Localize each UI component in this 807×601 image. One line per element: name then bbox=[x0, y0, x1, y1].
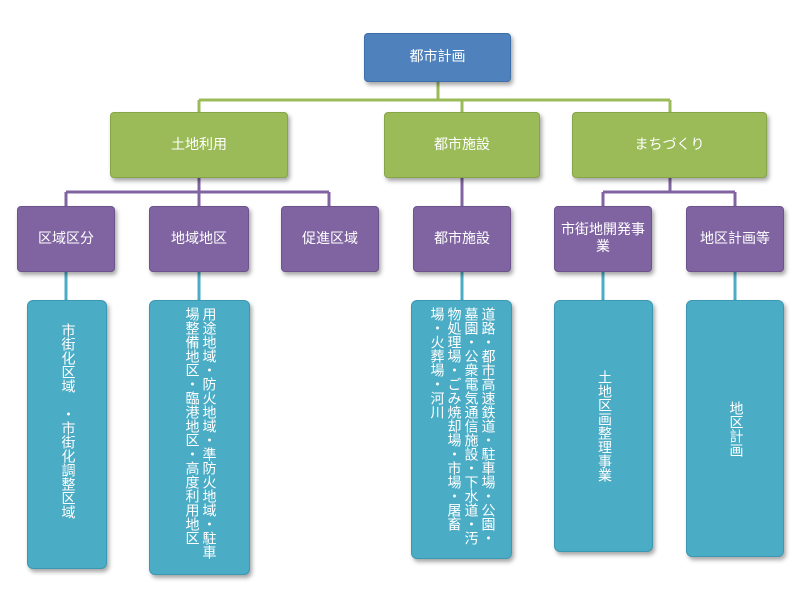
urban-facilities-label: 都市施設 bbox=[434, 230, 490, 247]
zoning-detail-text: 用途地域・防火地域・準防火地域・駐車場整備地区・臨港地区・高度利用地区 bbox=[183, 307, 217, 559]
level1-connectors bbox=[64, 178, 737, 206]
facilities-detail-box: 道路・都市高速鉄道・駐車場・公園・墓園・公衆電気通信施設・下水道・汚物処理場・ご… bbox=[411, 300, 512, 559]
promotion-area-node: 促進区域 bbox=[281, 206, 379, 272]
root-node: 都市計画 bbox=[364, 33, 511, 82]
urban-development-node: 市街地開発事業 bbox=[554, 206, 652, 272]
redevelopment-detail-text: 土地区画整理事業 bbox=[596, 370, 612, 482]
town-making-node: まちづくり bbox=[572, 112, 767, 178]
zoning-district-node: 地域地区 bbox=[149, 206, 249, 272]
zone-division-node: 区域区分 bbox=[17, 206, 115, 272]
urban-facilities-top-label: 都市施設 bbox=[434, 136, 490, 153]
land-use-label: 土地利用 bbox=[171, 136, 227, 153]
zone-division-detail-box: 市街化区域 ・市街化調整区域 bbox=[27, 300, 107, 569]
zoning-district-label: 地域地区 bbox=[171, 230, 227, 247]
facilities-detail-text: 道路・都市高速鉄道・駐車場・公園・墓園・公衆電気通信施設・下水道・汚物処理場・ご… bbox=[428, 307, 496, 545]
zoning-detail-box: 用途地域・防火地域・準防火地域・駐車場整備地区・臨港地区・高度利用地区 bbox=[149, 300, 250, 575]
zone-division-label: 区域区分 bbox=[38, 230, 94, 247]
town-making-label: まちづくり bbox=[634, 136, 705, 153]
urban-facilities-top-node: 都市施設 bbox=[384, 112, 540, 178]
urban-facilities-node: 都市施設 bbox=[413, 206, 511, 272]
zone-division-detail-text: 市街化区域 ・市街化調整区域 bbox=[59, 323, 76, 519]
district-plan-detail-box: 地区計画 bbox=[686, 300, 784, 557]
district-plan-label: 地区計画等 bbox=[700, 230, 770, 247]
district-plan-node: 地区計画等 bbox=[686, 206, 784, 272]
root-label: 都市計画 bbox=[409, 49, 466, 65]
land-use-node: 土地利用 bbox=[110, 112, 288, 178]
level2-connectors bbox=[64, 272, 737, 300]
root-connectors bbox=[197, 82, 672, 112]
promotion-area-label: 促進区域 bbox=[302, 230, 358, 247]
urban-development-label: 市街地開発事業 bbox=[561, 222, 645, 255]
redevelopment-detail-box: 土地区画整理事業 bbox=[554, 300, 653, 552]
district-plan-detail-text: 地区計画 bbox=[727, 400, 744, 457]
